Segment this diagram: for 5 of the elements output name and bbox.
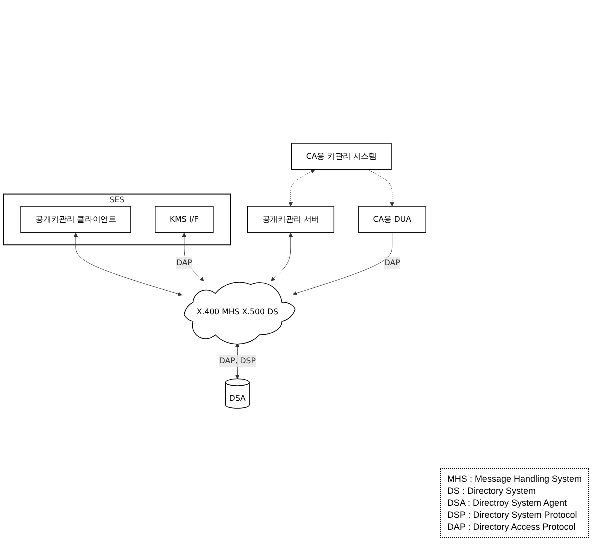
legend-entry: DSP : Directory System Protocol <box>447 509 578 521</box>
legend-entry: DAP : Directory Access Protocol <box>447 521 577 533</box>
legend-entry: DSA : Directroy System Agent <box>447 497 568 509</box>
legend-entry: MHS : Message Handling System <box>447 473 582 485</box>
legend-entry: DS : Directory System <box>447 485 537 497</box>
